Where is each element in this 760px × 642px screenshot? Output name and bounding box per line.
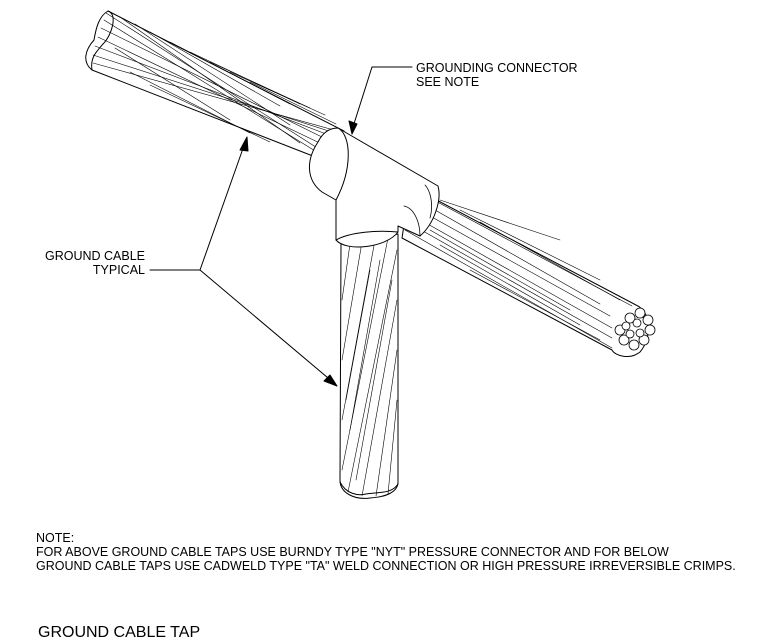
note-block: NOTE: FOR ABOVE GROUND CABLE TAPS USE BU… [36, 531, 736, 573]
ground-cable-label-line1: GROUND CABLE [44, 249, 145, 263]
main-cable-lower [401, 185, 656, 357]
leader-connector [348, 66, 413, 135]
main-cable-upper [85, 10, 345, 159]
note-line-1: FOR ABOVE GROUND CABLE TAPS USE BURNDY T… [36, 545, 669, 559]
grounding-connector-label: GROUNDING CONNECTOR SEE NOTE [416, 61, 578, 89]
ground-cable-label-line2: TYPICAL [92, 263, 145, 277]
leader-ground-cable [149, 136, 338, 387]
note-line-2: GROUND CABLE TAPS USE CADWELD TYPE "TA" … [36, 559, 736, 573]
grounding-connector-label-line2: SEE NOTE [416, 75, 480, 89]
grounding-connector-label-line1: GROUNDING CONNECTOR [416, 61, 578, 75]
grounding-connector [309, 127, 440, 248]
tap-cable [339, 233, 399, 499]
note-heading: NOTE: [36, 531, 75, 545]
drawing-title: GROUND CABLE TAP [38, 624, 201, 641]
ground-cable-label: GROUND CABLE TYPICAL [30, 249, 145, 277]
